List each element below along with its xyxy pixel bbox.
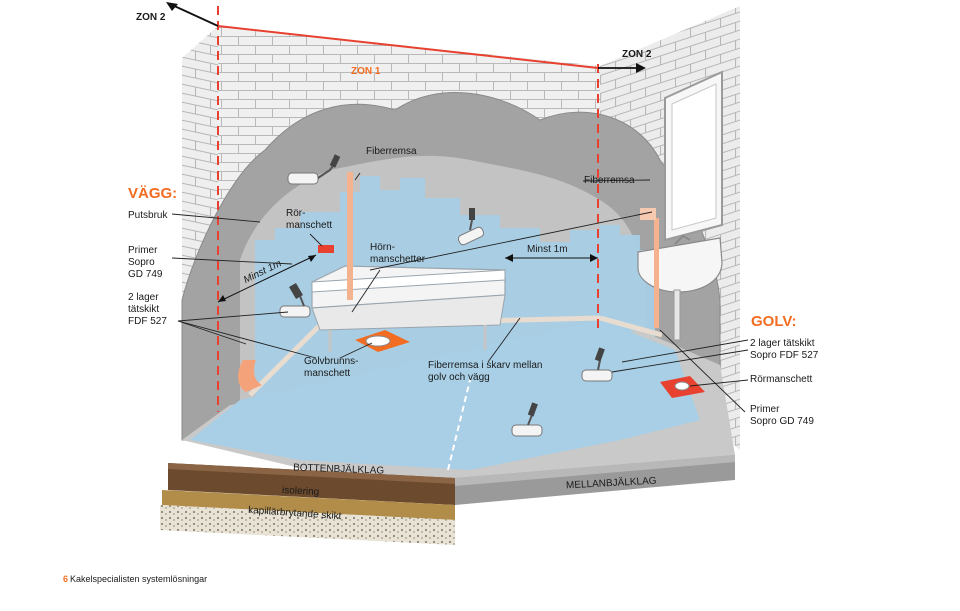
hornmanschetter-label: Hörn- manschetter [370, 242, 426, 265]
floor-tatskikt-label: 2 lager tätskikt Sopro FDF 527 [750, 338, 819, 361]
paint-roller-icon [457, 208, 485, 246]
bathtub [311, 265, 506, 352]
window [664, 70, 723, 242]
paint-roller-icon [581, 347, 613, 382]
floor-rormanschett-label: Rörmanschett [750, 374, 813, 385]
floor-slab [160, 455, 735, 545]
isolering-label: isolering [281, 485, 320, 498]
corner-strip-left [347, 172, 353, 300]
zone-lines [217, 6, 599, 412]
leader-lines [171, 172, 749, 413]
paint-roller-icon [279, 282, 311, 318]
page-number: 6 [63, 574, 69, 584]
wall-primer-label: Primer Sopro GD 749 [128, 245, 163, 280]
floor-drain [355, 330, 410, 352]
fiberremsa-skarv-label: Fiberremsa i skarv mellan golv och vägg [428, 360, 543, 383]
pipe-sleeve-wall [318, 245, 334, 253]
left-pipe-sleeve [238, 360, 262, 392]
wall-putsbruk-label: Putsbruk [128, 210, 168, 221]
zon1-label: ZON 1 [351, 66, 381, 77]
corner-strip-right [654, 218, 659, 328]
footer-text: Kakelspecialisten systemlösningar [70, 574, 208, 584]
floor-primer-label: Primer Sopro GD 749 [750, 404, 814, 427]
floor-membrane [190, 320, 700, 470]
golvbrunnsmanschett-label: Golvbrunns- manschett [304, 356, 359, 379]
floor-division-line [447, 379, 471, 471]
fiberremsa-right-label: Fiberremsa [584, 175, 635, 186]
floor-pipe-sleeve [660, 376, 705, 398]
rormanschett-label: Rör- manschett [286, 208, 333, 231]
wall-tatskikt-label: 2 lager tätskikt FDF 527 [128, 292, 167, 327]
zone2-right-arrow [598, 63, 646, 73]
paint-roller-icon [287, 154, 341, 185]
fiberremsa-top-label: Fiberremsa [366, 146, 417, 157]
zone2-left-arrow [166, 2, 219, 27]
paint-roller-icon [511, 402, 543, 437]
zon2-right-label: ZON 2 [622, 49, 652, 60]
minst-1m-right-dimension [505, 254, 598, 262]
hornmanschett-patch [640, 208, 656, 220]
minst-1m-right-label: Minst 1m [527, 244, 568, 255]
zon2-left-label: ZON 2 [136, 12, 166, 23]
minst-1m-left-dimension [217, 254, 317, 303]
floor-heading: GOLV: [751, 313, 797, 330]
wall-heading: VÄGG: [128, 185, 178, 202]
